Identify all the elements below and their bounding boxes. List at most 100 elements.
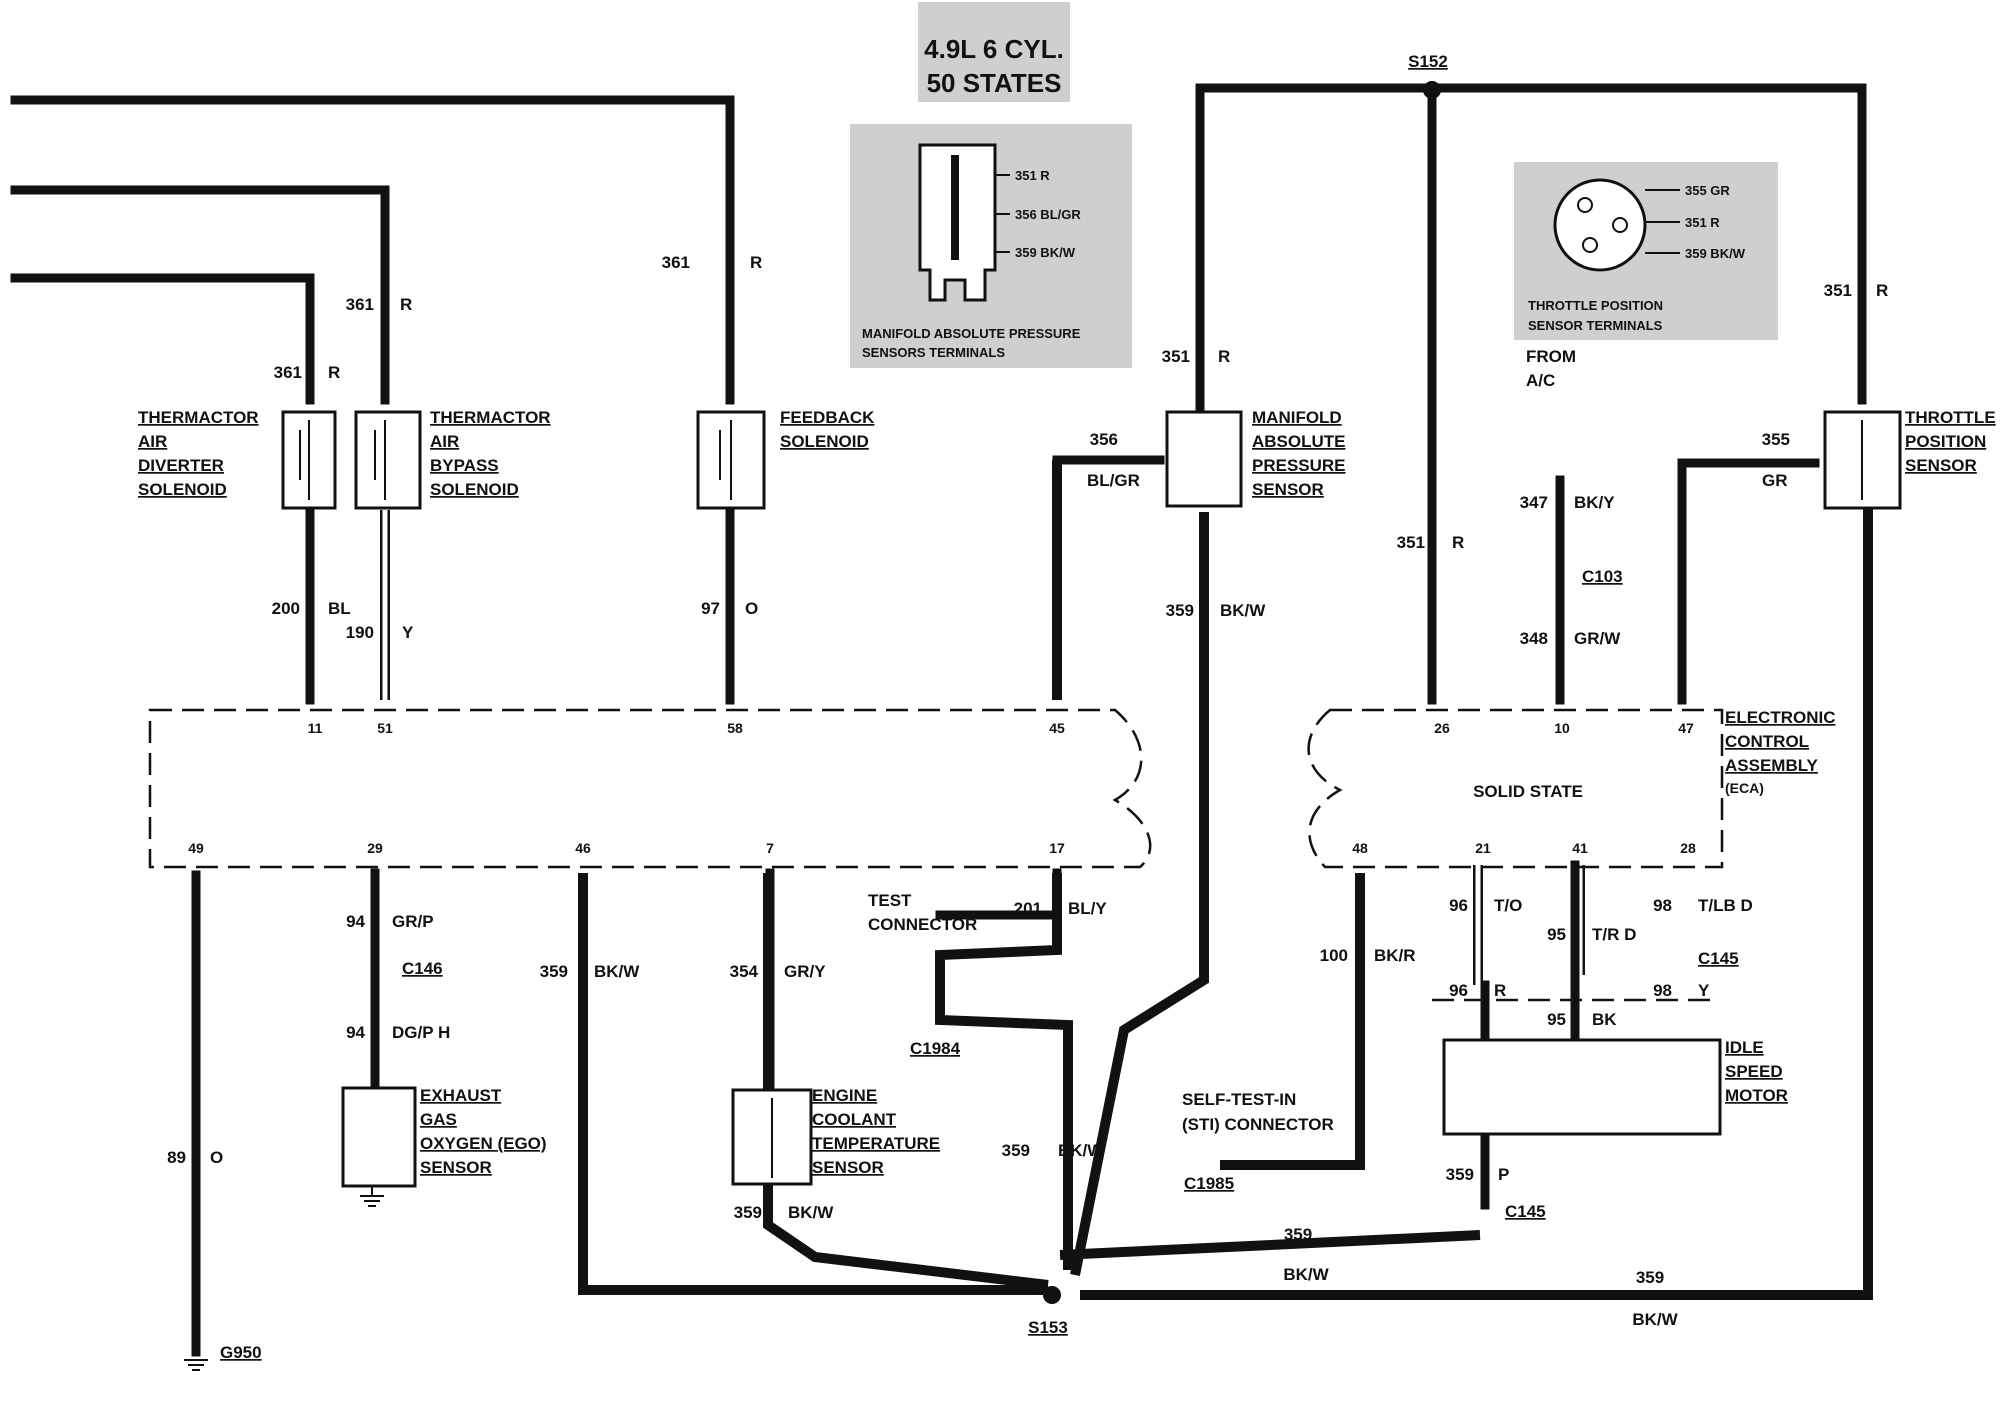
wire-label: 361 (274, 363, 302, 382)
feedback-solenoid: FEEDBACK SOLENOID (696, 408, 875, 510)
ego-label-2: GAS (420, 1110, 457, 1129)
wire-label: 94 (346, 1023, 365, 1042)
eca-pin-45: 45 (1049, 720, 1065, 736)
wire-label: BK/W (594, 962, 640, 981)
map-sensor: MANIFOLD ABSOLUTE PRESSURE SENSOR (1165, 408, 1346, 508)
eca-pin-47: 47 (1678, 720, 1694, 736)
map-label-2: ABSOLUTE (1252, 432, 1346, 451)
eca-pin-11: 11 (308, 720, 323, 736)
ego-label-1: EXHAUST (420, 1086, 502, 1105)
eca-pin-21: 21 (1475, 840, 1491, 856)
eca-label-1: ELECTRONIC (1725, 708, 1836, 727)
wire-label: 361 (662, 253, 690, 272)
connector-c145-lower: C145 (1505, 1202, 1546, 1221)
wire-label: P (1498, 1165, 1509, 1184)
splice-s152-label: S152 (1408, 52, 1448, 71)
connector-c145-upper: C145 (1698, 949, 1739, 968)
eca-label-4: (ECA) (1725, 780, 1764, 796)
tad-label-4: SOLENOID (138, 480, 227, 499)
wire-label: 361 (346, 295, 374, 314)
tps-terminals-inset: 355 GR 351 R 359 BK/W THROTTLE POSITION … (1514, 162, 1778, 340)
wire-361-feedback (10, 95, 735, 405)
ect-label-1: ENGINE (812, 1086, 877, 1105)
wire-label: BK/W (1058, 1141, 1104, 1160)
wire-label: GR/Y (784, 962, 826, 981)
eca-label-3: ASSEMBLY (1725, 756, 1819, 775)
wire-label: 359 (540, 962, 568, 981)
wire-label: T/R D (1592, 925, 1636, 944)
tps-inset-pin-359: 359 BK/W (1685, 246, 1746, 261)
map-label-4: SENSOR (1252, 480, 1324, 499)
title-line-2: 50 STATES (927, 68, 1062, 98)
tps-label-1: THROTTLE (1905, 408, 1996, 427)
wire-label: 351 (1162, 347, 1190, 366)
wire-label: BL (328, 599, 351, 618)
wire-label: R (1218, 347, 1230, 366)
wire-label: BK/R (1374, 946, 1416, 965)
wire-label: Y (402, 623, 414, 642)
upper-wires (10, 83, 1867, 1357)
title-block: 4.9L 6 CYL. 50 STATES (918, 2, 1070, 102)
map-label-1: MANIFOLD (1252, 408, 1342, 427)
wire-355-tps (1677, 458, 1820, 705)
wire-label: 359 (734, 1203, 762, 1222)
feedback-label-2: SOLENOID (780, 432, 869, 451)
map-inset-pin-351: 351 R (1015, 168, 1050, 183)
map-inset-caption-2: SENSORS TERMINALS (862, 345, 1005, 360)
tab-label-1: THERMACTOR (430, 408, 551, 427)
sti-label-2: (STI) CONNECTOR (1182, 1115, 1334, 1134)
wire-label: BK/W (788, 1203, 834, 1222)
wire-label: T/O (1494, 896, 1522, 915)
wire-label: R (328, 363, 340, 382)
wire-label: 359 (1446, 1165, 1474, 1184)
wire-label: 95 (1547, 1010, 1566, 1029)
map-inset-caption-1: MANIFOLD ABSOLUTE PRESSURE (862, 326, 1081, 341)
isc-label-2: SPEED (1725, 1062, 1783, 1081)
wire-label: BK (1592, 1010, 1617, 1029)
from-ac-label-2: A/C (1526, 371, 1555, 390)
wire-label: 94 (346, 912, 365, 931)
wire-label: 359 (1284, 1225, 1312, 1244)
wire-label: BK/Y (1574, 493, 1615, 512)
wire-label: BK/W (1283, 1265, 1329, 1284)
wire-label: 96 (1449, 896, 1468, 915)
wire-label: BL/GR (1087, 471, 1140, 490)
eca-pin-58: 58 (727, 720, 743, 736)
splice-s153-label: S153 (1028, 1318, 1068, 1337)
splice-s152-dot (1423, 81, 1441, 99)
wire-label: R (1494, 981, 1506, 1000)
wire-label: 89 (167, 1148, 186, 1167)
connector-c146: C146 (402, 959, 443, 978)
tps-inset-pin-351: 351 R (1685, 215, 1720, 230)
wire-label: R (1452, 533, 1464, 552)
ego-sensor: EXHAUST GAS OXYGEN (EGO) SENSOR (341, 1086, 547, 1207)
wire-label: GR (1762, 471, 1788, 490)
lower-wires (370, 860, 1580, 1090)
wire-label: 348 (1520, 629, 1548, 648)
wire-label: 359 (1166, 601, 1194, 620)
tps-inset-caption-1: THROTTLE POSITION (1528, 298, 1663, 313)
wire-label: 98 (1653, 981, 1672, 1000)
tad-label-3: DIVERTER (138, 456, 224, 475)
test-connector-label-1: TEST (868, 891, 912, 910)
test-connector-label-2: CONNECTOR (868, 915, 977, 934)
eca-pin-49: 49 (188, 840, 204, 856)
eca-pin-46: 46 (575, 840, 591, 856)
tad-label-1: THERMACTOR (138, 408, 259, 427)
thermactor-bypass-solenoid: THERMACTOR AIR BYPASS SOLENOID (354, 408, 551, 510)
tad-label-2: AIR (138, 432, 167, 451)
misc-labels: TEST CONNECTOR SELF-TEST-IN (STI) CONNEC… (868, 347, 1576, 1134)
feedback-label-1: FEEDBACK (780, 408, 875, 427)
eca-label-2: CONTROL (1725, 732, 1809, 751)
wire-label: O (210, 1148, 223, 1167)
eca-pins-top: 11 51 58 45 26 10 47 (308, 720, 1694, 736)
wire-label: 98 (1653, 896, 1672, 915)
eca-pin-7: 7 (766, 840, 774, 856)
wire-label: R (400, 295, 412, 314)
ego-label-4: SENSOR (420, 1158, 492, 1177)
wire-label: 359 (1636, 1268, 1664, 1287)
wire-361-bypass (10, 185, 390, 405)
wire-351-loop (1195, 83, 1867, 415)
splice-s153-dot (1043, 1286, 1061, 1304)
connector-c103: C103 (1582, 567, 1623, 586)
